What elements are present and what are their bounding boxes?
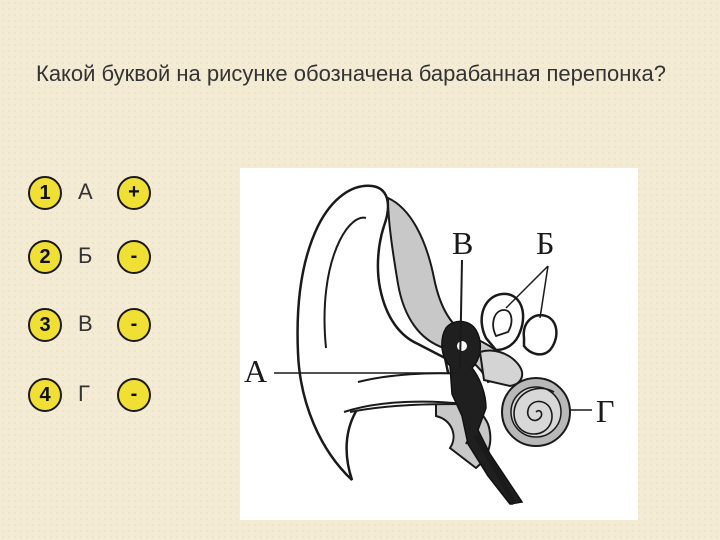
answer-option-1[interactable]: 1 А + <box>28 176 168 210</box>
eustachian-tube <box>473 434 517 506</box>
ossicle-highlight <box>457 341 467 351</box>
answer-letter: В <box>78 311 93 336</box>
semicircular-canal-2 <box>522 313 558 356</box>
auricle-inner-contour <box>323 216 367 349</box>
ear-diagram: А В Б Г <box>240 168 638 520</box>
pointer-line-v <box>459 259 463 369</box>
pointer-line-b2 <box>539 265 549 319</box>
answer-letter: Б <box>78 243 93 268</box>
figure-label-b: Б <box>536 225 554 261</box>
pointer-line-b1 <box>505 265 549 309</box>
answer-letter: А <box>78 179 93 204</box>
cochlea-spiral <box>513 387 555 435</box>
answer-letter: Г <box>78 381 90 406</box>
figure-label-g: Г <box>596 393 615 429</box>
middle-ear-ossicles <box>441 320 524 505</box>
answer-option-2[interactable]: 2 Б - <box>28 240 168 274</box>
answer-number-badge: 2 <box>28 240 62 274</box>
answer-mark-badge: - <box>117 240 151 274</box>
vestibule <box>478 349 524 388</box>
answer-number-badge: 1 <box>28 176 62 210</box>
answer-number-badge: 4 <box>28 378 62 412</box>
figure-label-v: В <box>452 225 473 261</box>
temporal-bone-upper <box>386 196 514 384</box>
semicircular-canal-1-inner <box>492 309 513 338</box>
figure-label-a: А <box>244 353 267 389</box>
question-text: Какой буквой на рисунке обозначена бараб… <box>36 61 666 86</box>
answer-mark-badge: + <box>117 176 151 210</box>
answer-mark-badge: - <box>117 378 151 412</box>
answer-option-3[interactable]: 3 В - <box>28 308 168 342</box>
answer-number-badge: 3 <box>28 308 62 342</box>
answer-option-4[interactable]: 4 Г - <box>28 378 168 412</box>
answer-mark-badge: - <box>117 308 151 342</box>
